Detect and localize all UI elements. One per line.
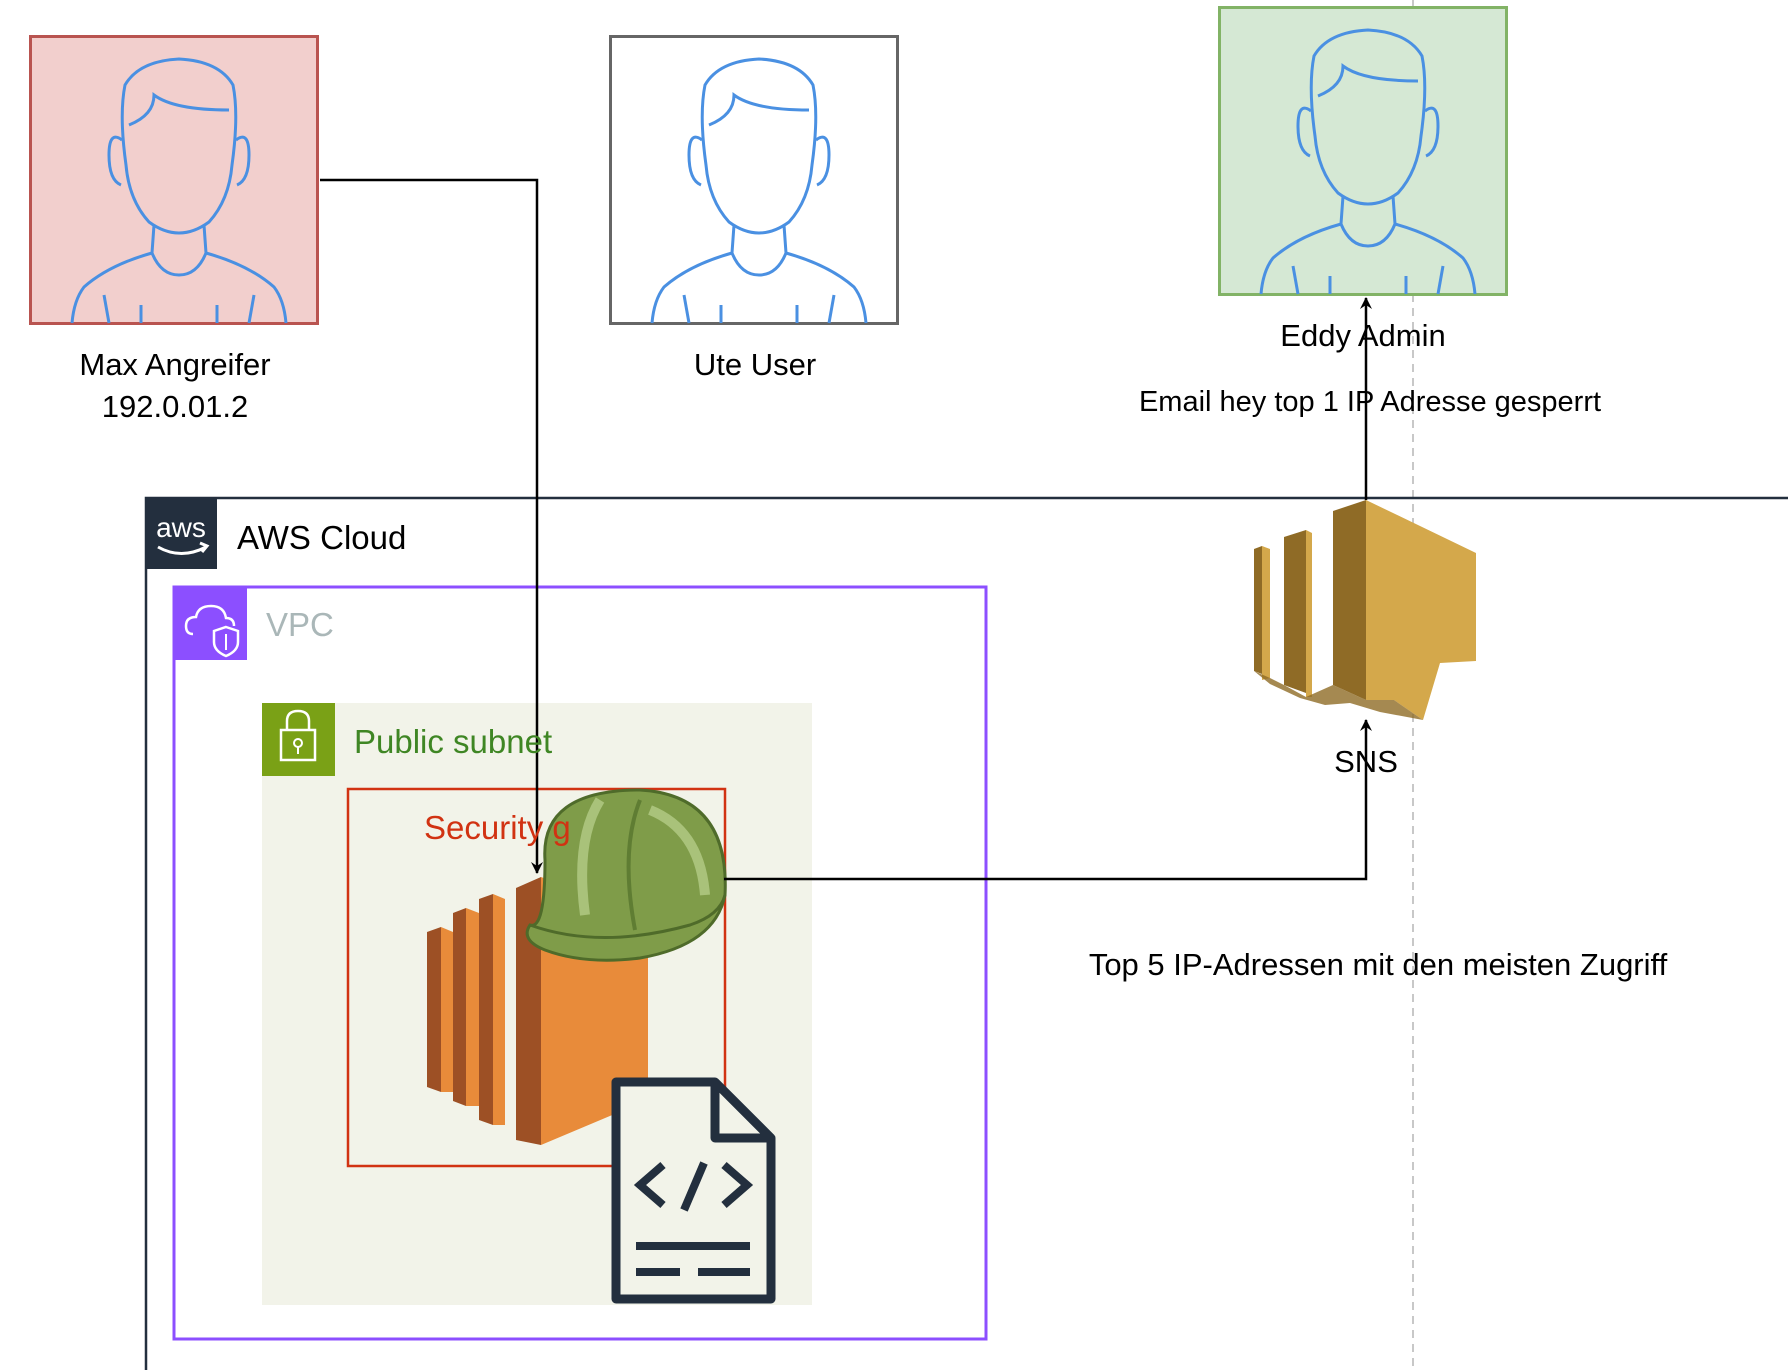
ec2-to-sns-connector (724, 719, 1372, 881)
top5-edge-label: Top 5 IP-Adressen mit den meisten Zugrif… (1088, 947, 1668, 982)
sns-icon (1254, 500, 1476, 720)
hardhat-icon (525, 788, 727, 962)
email-edge-label: Email hey top 1 IP Adresse gesperrt (1138, 386, 1602, 418)
public-subnet-label: Public subnet (354, 723, 553, 760)
person-icon (609, 35, 899, 325)
aws-cloud-label: AWS Cloud (237, 519, 407, 556)
vpc-group (172, 585, 988, 1341)
vpc-cloud-shield-icon (174, 587, 247, 660)
security-group-label: Security g (424, 809, 571, 846)
attacker-ip-label: 192.0.01.2 (101, 389, 249, 424)
person-icon (1218, 6, 1508, 296)
vpc-label: VPC (266, 606, 334, 643)
svg-text:aws: aws (156, 512, 206, 543)
code-file-icon (611, 1077, 776, 1304)
attacker-to-ec2-connector (320, 178, 543, 874)
person-icon (29, 35, 319, 325)
attacker-name-label: Max Angreifer (79, 347, 271, 382)
sns-label: SNS (1334, 744, 1398, 779)
attacker-box[interactable] (29, 35, 319, 325)
admin-name-label: Eddy Admin (1280, 318, 1446, 353)
user-box[interactable] (609, 35, 899, 325)
user-name-label: Ute User (693, 347, 817, 382)
padlock-icon (262, 703, 335, 776)
aws-logo-icon: aws (146, 498, 217, 569)
admin-box[interactable] (1218, 6, 1508, 296)
aws-cloud-group: aws (144, 496, 1788, 1370)
